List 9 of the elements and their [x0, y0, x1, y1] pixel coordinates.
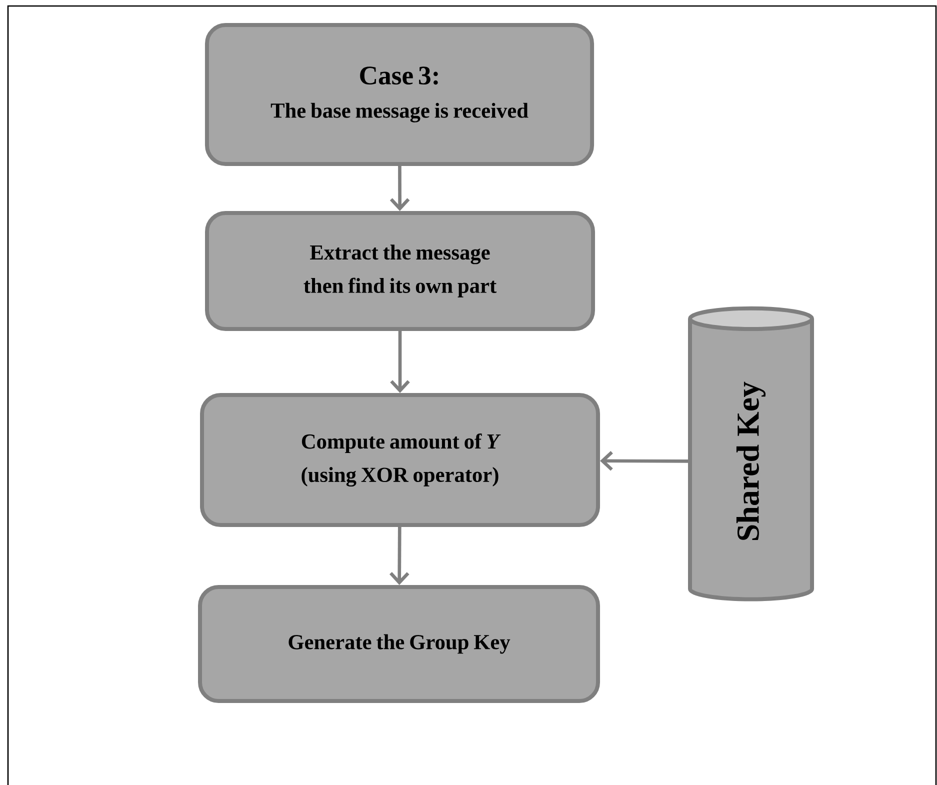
- process-box: Extract the message then find its own part: [205, 211, 595, 331]
- arrow: [390, 166, 410, 211]
- process-box: Compute amount of Y (using XOR operator): [200, 393, 600, 527]
- process-box: Case 3: The base message is received: [204, 23, 594, 166]
- arrow: [390, 527, 410, 585]
- arrow: [600, 451, 688, 471]
- process-box: Generate the Group Key: [198, 585, 600, 703]
- arrow: [390, 331, 410, 394]
- cylinder: Shared Key: [688, 306, 814, 602]
